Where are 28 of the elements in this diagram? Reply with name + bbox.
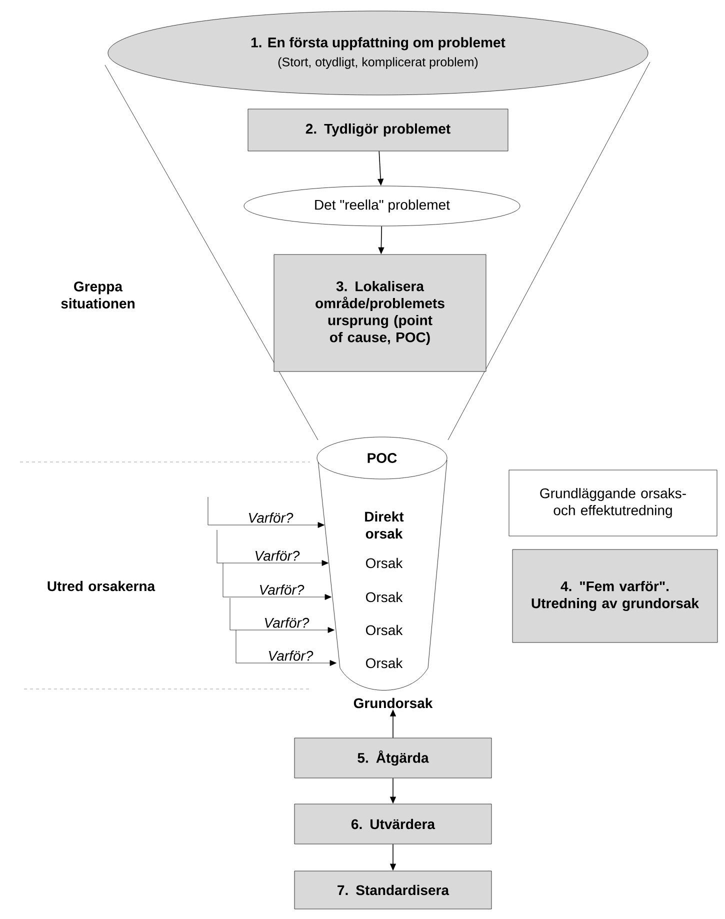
section-label: Utred orsakerna [48, 580, 156, 592]
section-label: Greppa situationen [61, 282, 134, 308]
process-box: 2. Tydligör problemet [248, 108, 508, 152]
root-cause-text: Grundorsak [354, 698, 433, 708]
arrow [230, 598, 334, 633]
process-box: 4. "Fem varför". Utredning av grundorsak [512, 549, 718, 643]
cause-text: Orsak [366, 658, 403, 668]
cause-text: Orsak [366, 558, 403, 568]
process-box: 3. Lokalisera område/problemets ursprung (point of cause, POC) [274, 254, 486, 372]
cause-text: Orsak [366, 624, 403, 636]
edge-label: Varför? [246, 512, 294, 524]
edge-label: Varför? [266, 650, 314, 662]
edge-label: Varför? [258, 584, 306, 596]
process-box: 6. Utvärdera [294, 804, 492, 844]
ellipse-node: 1. En första uppfattning om problemet (Stort, otydligt, komplicerat problem) [108, 10, 648, 96]
ellipse-node: Det "reella" problemet [244, 186, 520, 226]
process-box: 5. Åtgärda [294, 738, 492, 778]
cause-text: Direkt orsak [365, 511, 404, 539]
note-box: Grundläggande orsaks- och effektutredning [508, 470, 718, 536]
arrow [216, 530, 328, 566]
edge-label: Varför? [262, 616, 310, 629]
edge-label: Varför? [253, 550, 301, 562]
arrow [236, 630, 336, 666]
ellipse-node: POC [316, 436, 448, 480]
cause-text: Orsak [366, 592, 403, 602]
arrow [208, 496, 324, 528]
process-box: 7. Standardisera [294, 870, 492, 910]
arrow [222, 562, 332, 600]
